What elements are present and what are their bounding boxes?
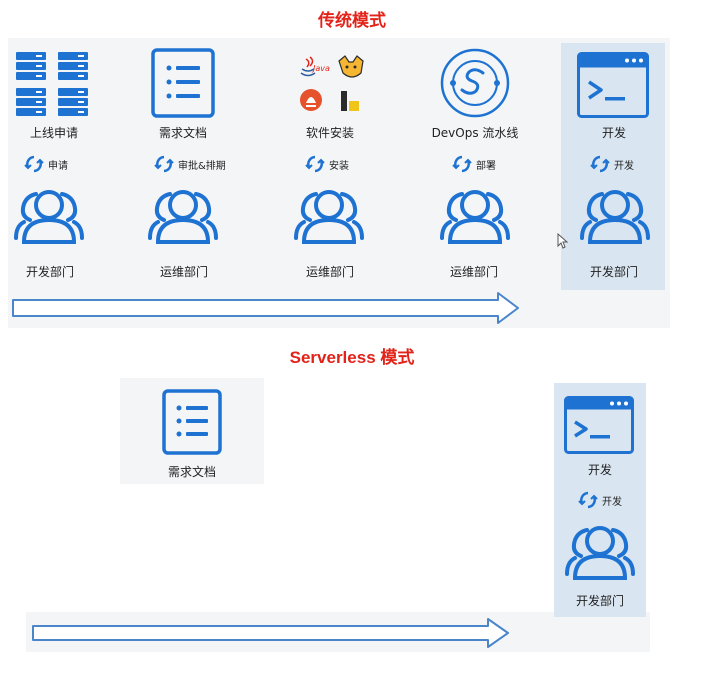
prometheus-logo-icon bbox=[300, 89, 322, 111]
artifact-label-5: 开发 bbox=[601, 126, 626, 140]
team-label-2: 运维部门 bbox=[159, 265, 208, 279]
document-list-icon bbox=[162, 389, 222, 455]
traditional-panel bbox=[8, 38, 670, 328]
server-grid-icon bbox=[16, 52, 88, 116]
artifact-label-1: 上线申请 bbox=[29, 126, 78, 140]
serverless-dev-label: 开发 bbox=[587, 463, 612, 477]
serverless-action: 开发 bbox=[578, 490, 622, 510]
artifact-label-2: 需求文档 bbox=[158, 126, 207, 140]
traditional-mode-title: 传统模式 bbox=[318, 11, 386, 30]
refresh-cycle-icon bbox=[24, 155, 44, 173]
java-logo-icon bbox=[300, 56, 316, 77]
action-label-3: 安装 bbox=[329, 160, 349, 172]
tomcat-logo-icon bbox=[338, 55, 364, 78]
refresh-cycle-icon bbox=[154, 155, 174, 173]
team-people-icon bbox=[440, 190, 510, 244]
refresh-cycle-icon bbox=[590, 155, 610, 173]
serverless-mode-title: Serverless 模式 bbox=[289, 348, 415, 367]
terminal-window-icon bbox=[577, 52, 649, 118]
team-label-1: 开发部门 bbox=[25, 265, 74, 279]
team-label-3: 运维部门 bbox=[305, 265, 354, 279]
refresh-cycle-icon bbox=[452, 155, 472, 173]
document-list-icon bbox=[151, 48, 215, 118]
devops-pipeline-icon bbox=[440, 48, 510, 118]
action-4: 部署 bbox=[452, 154, 496, 174]
serverless-doc-card bbox=[120, 378, 264, 484]
team-label-5: 开发部门 bbox=[589, 265, 638, 279]
java-logo-text: Java bbox=[313, 64, 330, 73]
refresh-cycle-icon bbox=[305, 155, 325, 173]
artifact-label-4: DevOps 流水线 bbox=[431, 126, 519, 140]
terminal-window-icon bbox=[564, 396, 634, 454]
serverless-action-label: 开发 bbox=[602, 496, 622, 508]
team-people-icon bbox=[148, 190, 218, 244]
action-5: 开发 bbox=[590, 154, 634, 174]
serverless-team-label: 开发部门 bbox=[575, 594, 624, 608]
team-people-icon bbox=[580, 190, 650, 244]
action-label-4: 部署 bbox=[476, 160, 496, 172]
elastic-logo-icon bbox=[341, 91, 359, 111]
flow-arrow bbox=[12, 292, 519, 324]
action-label-5: 开发 bbox=[614, 160, 634, 172]
team-label-4: 运维部门 bbox=[449, 265, 498, 279]
artifact-label-3: 软件安装 bbox=[305, 126, 354, 140]
team-people-icon bbox=[294, 190, 364, 244]
action-1: 申请 bbox=[24, 154, 68, 174]
mouse-cursor-icon bbox=[557, 233, 569, 249]
action-label-1: 申请 bbox=[48, 160, 68, 172]
refresh-cycle-icon bbox=[578, 491, 598, 509]
serverless-doc-label: 需求文档 bbox=[167, 465, 216, 479]
team-people-icon bbox=[14, 190, 84, 244]
tech-stack-logos: Java bbox=[296, 55, 368, 115]
action-label-2: 审批&排期 bbox=[178, 160, 226, 172]
team-people-icon bbox=[565, 526, 635, 580]
flow-arrow bbox=[32, 618, 509, 648]
action-2: 审批&排期 bbox=[154, 154, 226, 174]
action-3: 安装 bbox=[305, 154, 349, 174]
